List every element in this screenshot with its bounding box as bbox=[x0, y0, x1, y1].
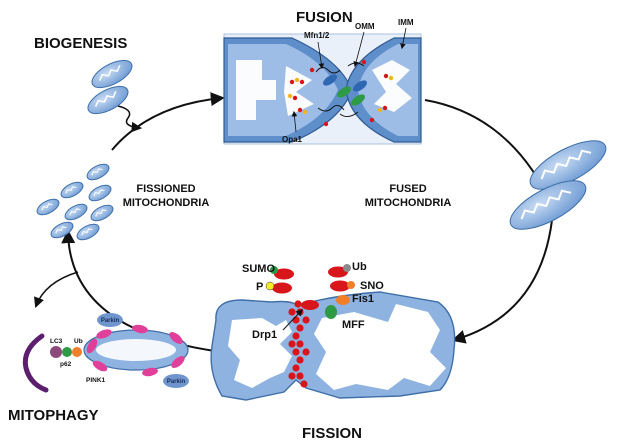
label-fused-line1: FUSED bbox=[389, 183, 426, 195]
mitophagy-group bbox=[22, 313, 189, 393]
arrow-biogenesis-to-fusion bbox=[111, 92, 225, 151]
label-fused-line2: MITOCHONDRIA bbox=[365, 197, 452, 209]
label-parkin-top: Parkin bbox=[101, 318, 120, 324]
label-mitophagy: MITOPHAGY bbox=[8, 407, 99, 424]
fused-mitochondria bbox=[509, 140, 607, 230]
mff-protein bbox=[325, 305, 337, 319]
label-pink1: PINK1 bbox=[86, 377, 106, 384]
fission-mitochondrion bbox=[210, 291, 456, 401]
fusion-protein-labels: Mfn1/2 OMM IMM Opa1 bbox=[282, 18, 414, 144]
label-p62: p62 bbox=[60, 361, 72, 368]
label-imm: IMM bbox=[398, 18, 414, 27]
label-fission: FISSION bbox=[302, 425, 362, 442]
label-fusion: FUSION bbox=[296, 9, 353, 26]
label-omm: OMM bbox=[355, 22, 375, 31]
label-fissioned-line2: MITOCHONDRIA bbox=[123, 197, 210, 209]
drp1-free bbox=[301, 300, 319, 310]
label-opa: Opa1 bbox=[282, 135, 303, 144]
fis1-protein bbox=[336, 295, 350, 305]
fission-protein-labels: SUMO Ub P SNO Fis1 MFF Drp1 bbox=[242, 261, 384, 341]
fissioned-mitochondria bbox=[36, 163, 114, 241]
label-ub: Ub bbox=[352, 261, 367, 273]
drp1-sumo bbox=[274, 268, 294, 280]
label-biogenesis: BIOGENESIS bbox=[34, 35, 127, 52]
label-parkin-bottom: Parkin bbox=[167, 379, 186, 385]
label-mitophagy-ub: Ub bbox=[74, 338, 83, 345]
label-sumo: SUMO bbox=[242, 263, 275, 275]
drp1-ub bbox=[328, 266, 348, 278]
fusion-panel bbox=[223, 27, 422, 145]
arrow-to-mitophagy bbox=[34, 271, 79, 308]
mitophagy-protein-labels: LC3 Ub p62 PINK1 Parkin Parkin bbox=[50, 318, 186, 385]
label-fis1: Fis1 bbox=[352, 293, 374, 305]
arrow-fusion-to-fused bbox=[424, 99, 553, 206]
stage-labels: FUSION BIOGENESIS FUSED MITOCHONDRIA FIS… bbox=[8, 9, 451, 442]
parkin-top-shape bbox=[97, 313, 123, 327]
label-mff: MFF bbox=[342, 319, 365, 331]
drp1-p bbox=[272, 282, 292, 294]
arrow-biogenesis-squiggle bbox=[117, 105, 143, 133]
label-lc3: LC3 bbox=[50, 338, 63, 345]
label-sno: SNO bbox=[360, 280, 384, 292]
fission-modifications bbox=[265, 264, 355, 331]
arrow-fused-to-fission bbox=[451, 219, 553, 344]
phagophore bbox=[22, 333, 49, 393]
label-fissioned-line1: FISSIONED bbox=[136, 183, 195, 195]
label-mfn: Mfn1/2 bbox=[304, 31, 330, 40]
parkin-bottom-shape bbox=[163, 374, 189, 388]
drp1-sno bbox=[330, 280, 350, 292]
label-drp1: Drp1 bbox=[252, 329, 277, 341]
label-p: P bbox=[256, 281, 263, 293]
biogenesis-mitochondria bbox=[87, 59, 133, 115]
